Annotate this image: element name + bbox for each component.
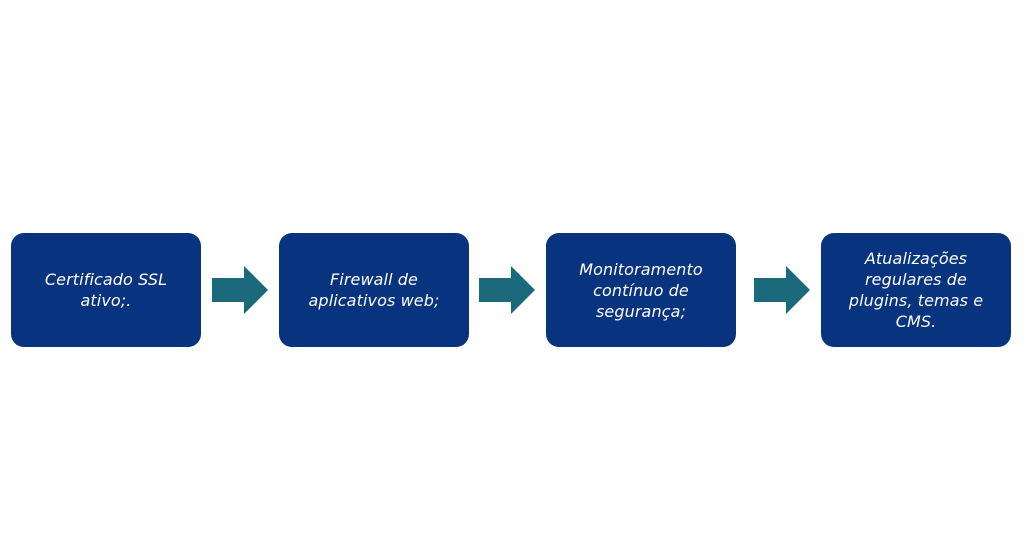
step-label: Atualizações regulares de plugins, temas…: [848, 249, 984, 331]
step-label: Firewall de aplicativos web;: [308, 270, 440, 310]
step-security-monitoring: Monitoramento contínuo de segurança;: [546, 233, 736, 347]
step-label: Certificado SSL ativo;.: [44, 270, 168, 310]
step-ssl-certificate: Certificado SSL ativo;.: [11, 233, 201, 347]
step-web-application-firewall: Firewall de aplicativos web;: [279, 233, 469, 347]
arrow-right-icon: [212, 266, 268, 314]
step-regular-updates: Atualizações regulares de plugins, temas…: [821, 233, 1011, 347]
arrow-right-icon: [754, 266, 810, 314]
arrow-right-icon: [479, 266, 535, 314]
step-label: Monitoramento contínuo de segurança;: [579, 259, 703, 321]
